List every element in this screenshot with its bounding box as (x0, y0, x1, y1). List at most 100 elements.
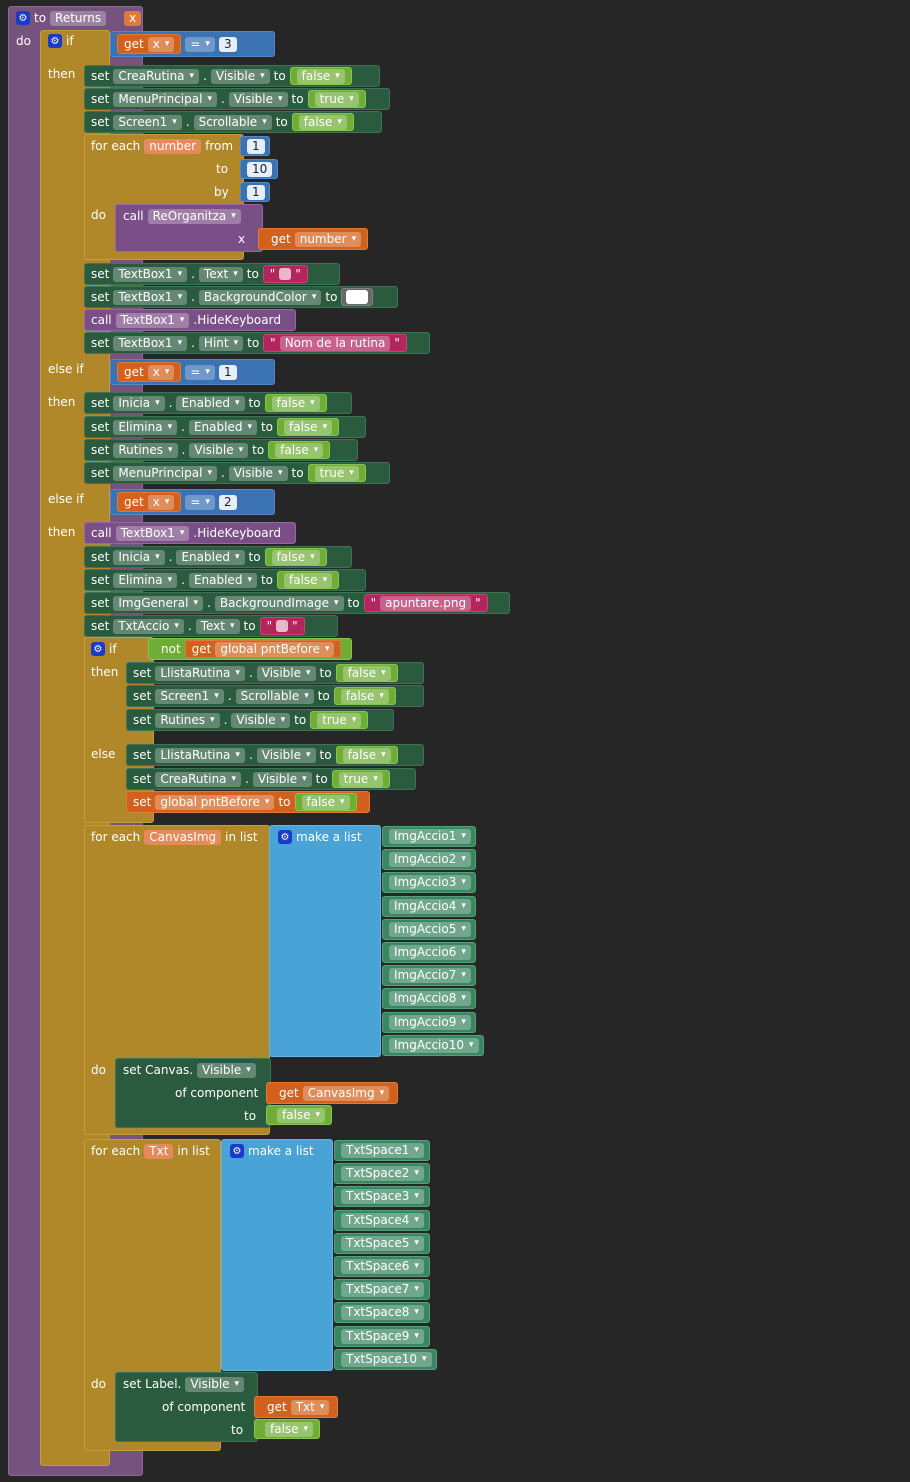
bool-block[interactable]: false (266, 1105, 332, 1125)
component-dropdown[interactable]: ImgAccio10 (389, 1037, 479, 1053)
list-item-component[interactable]: ImgAccio5 (382, 918, 476, 940)
component-dropdown[interactable]: TxtSpace5 (341, 1235, 424, 1251)
component-dropdown[interactable]: CreaRutina (113, 68, 200, 84)
number-3[interactable]: 3 (218, 36, 237, 52)
component-dropdown[interactable]: TxtSpace10 (341, 1351, 432, 1367)
bool-block[interactable]: false (289, 67, 352, 85)
property-dropdown[interactable]: Visible (210, 68, 270, 84)
var-dropdown[interactable]: x (147, 36, 175, 52)
procedure-dropdown[interactable]: ReOrganitza (147, 208, 241, 224)
component-dropdown[interactable]: ImgAccio9 (389, 1014, 471, 1030)
param-x-field[interactable]: x (124, 10, 142, 26)
gear-icon[interactable]: ⚙ (48, 34, 62, 48)
text-block[interactable]: "" (262, 265, 308, 283)
component-dropdown[interactable]: Screen1 (113, 114, 182, 130)
list-item-component[interactable]: ImgAccio7 (382, 965, 476, 987)
component-dropdown[interactable]: TextBox1 (113, 289, 188, 305)
gear-icon[interactable]: ⚙ (278, 830, 292, 844)
component-dropdown[interactable]: ImgAccio4 (389, 898, 471, 914)
procedure-name-field[interactable]: Returns (50, 10, 107, 26)
component-dropdown[interactable]: ImgAccio6 (389, 945, 471, 960)
component-dropdown[interactable]: TxtSpace1 (341, 1143, 424, 1158)
property-dropdown[interactable]: BackgroundColor (198, 289, 322, 305)
gear-icon[interactable]: ⚙ (230, 1144, 244, 1158)
color-block[interactable] (341, 288, 374, 306)
component-dropdown[interactable]: TxtSpace3 (341, 1189, 424, 1205)
component-dropdown[interactable]: ImgAccio7 (389, 968, 471, 984)
gear-icon[interactable]: ⚙ (16, 11, 30, 25)
list-item-component[interactable]: ImgAccio10 (382, 1034, 484, 1056)
component-dropdown[interactable]: TxtSpace6 (341, 1259, 424, 1274)
component-dropdown[interactable]: TxtSpace9 (341, 1328, 424, 1344)
white-color-swatch[interactable] (346, 290, 369, 304)
list-item-component[interactable]: ImgAccio2 (382, 849, 476, 871)
property-dropdown[interactable]: Scrollable (193, 114, 272, 130)
list-item-component[interactable]: ImgAccio6 (382, 942, 476, 963)
component-dropdown[interactable]: TextBox1 (113, 335, 188, 351)
list-item-component[interactable]: TxtSpace4 (334, 1209, 430, 1231)
bool-block[interactable]: false (254, 1419, 320, 1439)
bool-block[interactable]: false (291, 113, 354, 131)
list-item-component[interactable]: TxtSpace7 (334, 1279, 430, 1301)
by-number-block[interactable]: 1 (240, 182, 270, 202)
list-item-component[interactable]: TxtSpace2 (334, 1163, 430, 1185)
component-dropdown[interactable]: ImgAccio2 (389, 852, 471, 868)
text-block[interactable]: "Nom de la rutina" (263, 334, 407, 352)
component-dropdown[interactable]: TextBox1 (115, 312, 190, 328)
component-dropdown[interactable]: MenuPrincipal (113, 91, 217, 107)
component-dropdown[interactable]: ImgAccio8 (389, 991, 471, 1007)
list-item-component[interactable]: ImgAccio8 (382, 988, 476, 1010)
component-dropdown[interactable]: ImgAccio5 (389, 921, 471, 937)
gear-icon[interactable]: ⚙ (91, 642, 105, 656)
property-dropdown[interactable]: Hint (198, 335, 244, 351)
list-item-component[interactable]: ImgAccio1 (382, 826, 476, 847)
list-item-component[interactable]: TxtSpace1 (334, 1140, 430, 1161)
list-item-component[interactable]: TxtSpace10 (334, 1348, 437, 1370)
list-item-component[interactable]: TxtSpace5 (334, 1232, 430, 1254)
component-dropdown[interactable]: TextBox1 (113, 266, 188, 282)
bool-block[interactable]: true (307, 90, 366, 108)
make-a-list-imgaccio[interactable] (269, 825, 381, 1057)
list-item-component[interactable]: ImgAccio3 (382, 872, 476, 894)
list-item-component[interactable]: ImgAccio4 (382, 895, 476, 917)
make-a-list-txtspace[interactable] (221, 1139, 333, 1371)
to-number-block[interactable]: 10 (240, 159, 278, 179)
list-item-component[interactable]: ImgAccio9 (382, 1011, 476, 1033)
list-item-component[interactable]: TxtSpace3 (334, 1186, 430, 1208)
property-dropdown[interactable]: Visible (228, 91, 288, 107)
loop-var-field[interactable]: number (144, 138, 202, 154)
component-dropdown[interactable]: TxtSpace4 (341, 1212, 424, 1228)
from-number-block[interactable]: 1 (240, 136, 270, 156)
component-dropdown[interactable]: TxtSpace8 (341, 1305, 424, 1321)
component-dropdown[interactable]: ImgAccio1 (389, 829, 471, 844)
